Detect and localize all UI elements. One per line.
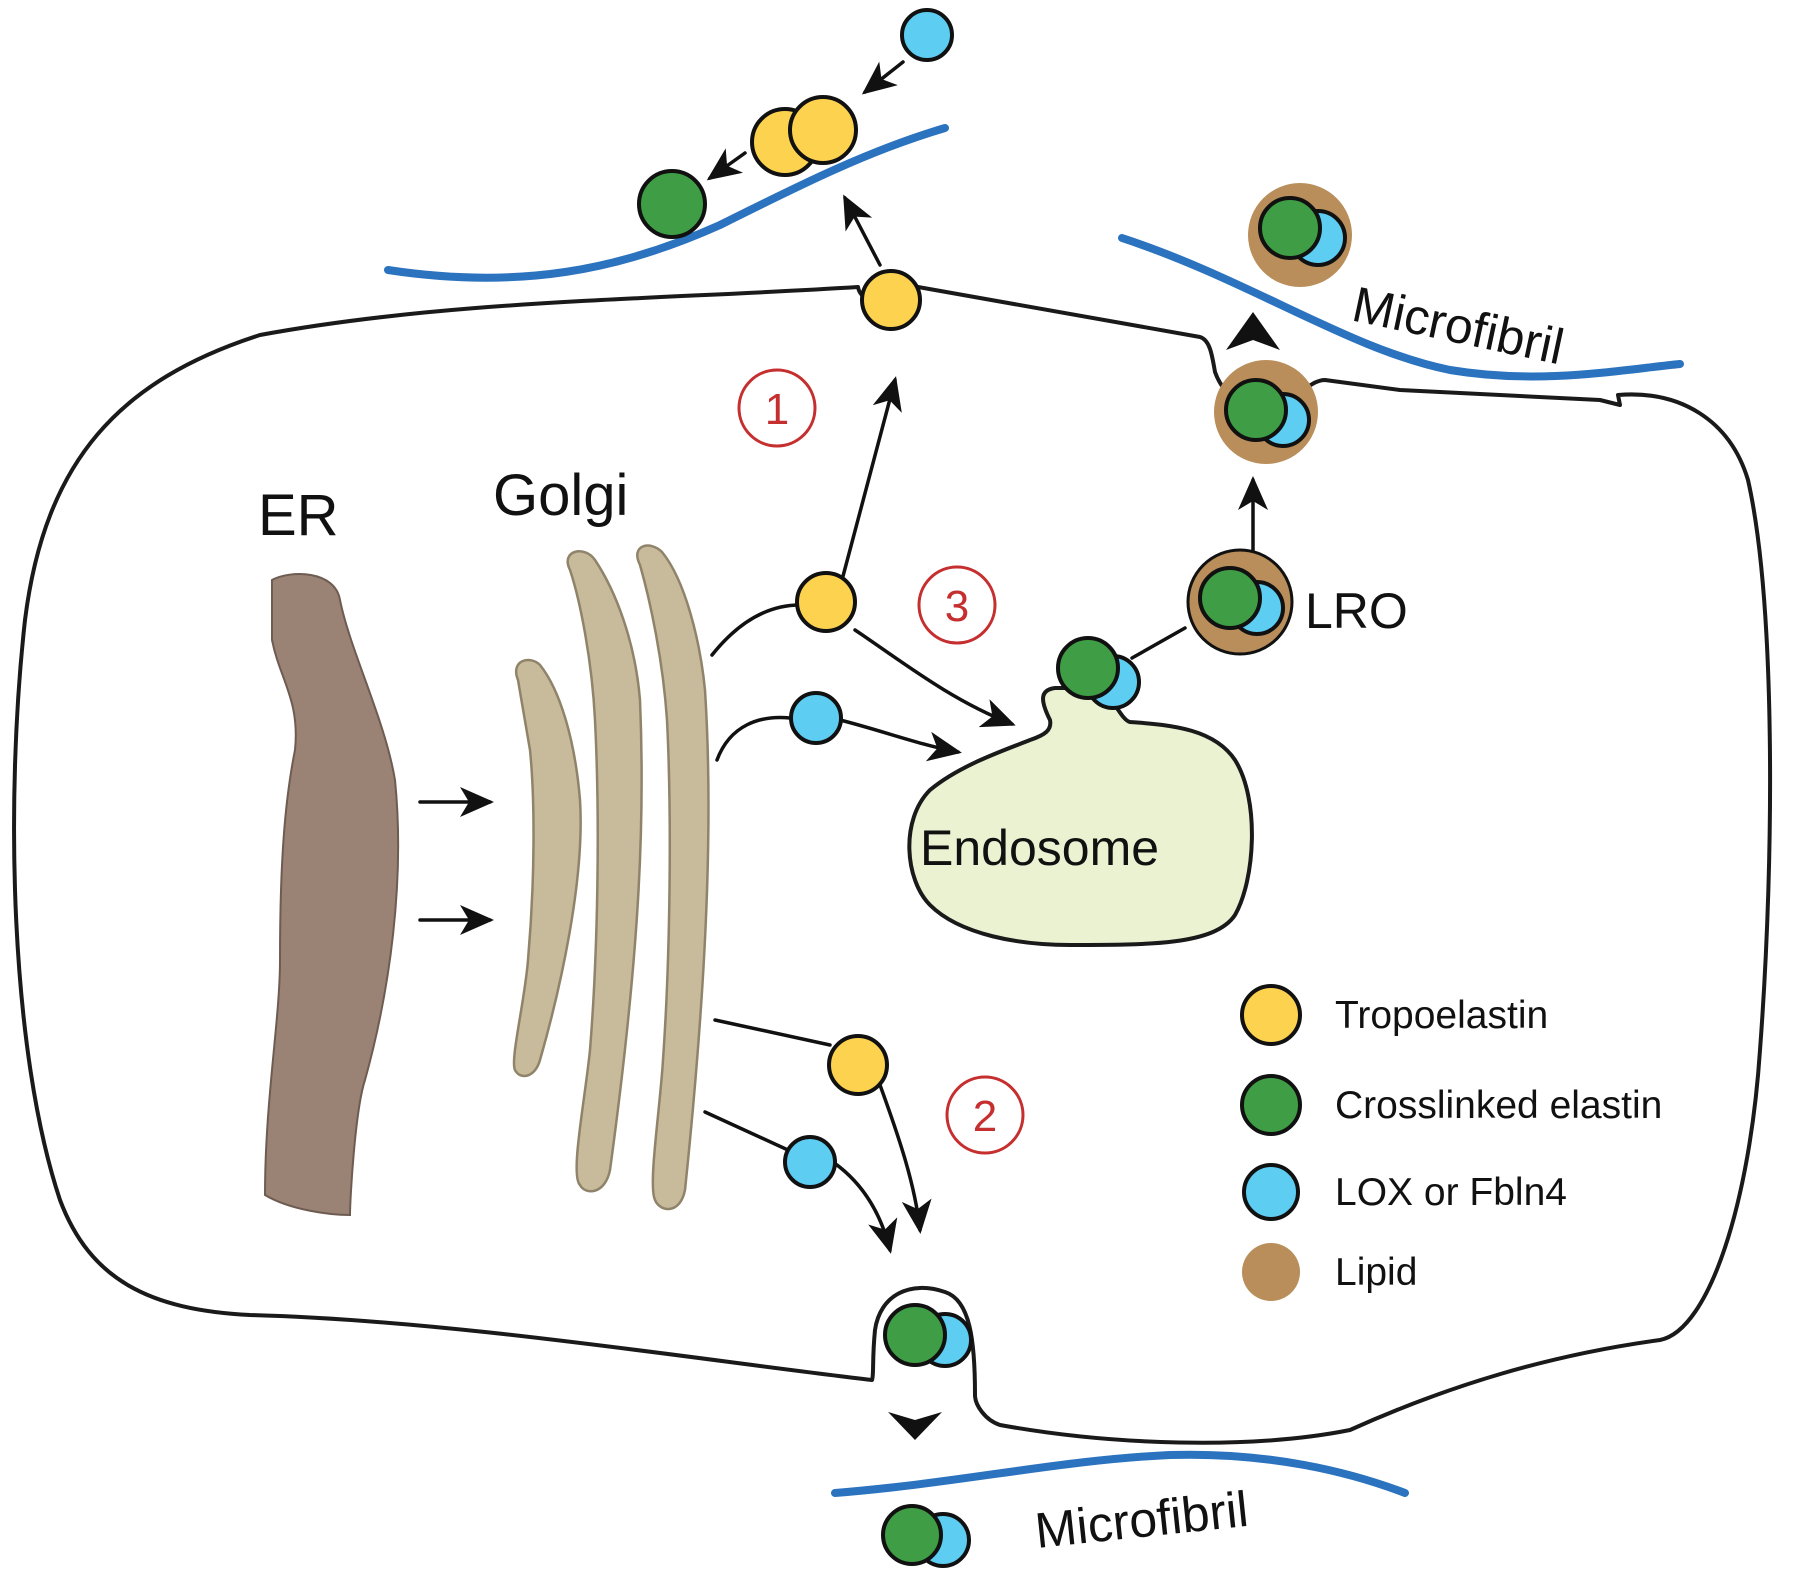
lro-label: LRO [1305, 583, 1408, 639]
path-golgi-to-lox-low [703, 1110, 790, 1152]
golgi-cisterna-2 [566, 550, 643, 1193]
legend-swatch-crosslinked-elastin [1240, 1074, 1302, 1136]
path-golgi-to-lox-mid [715, 715, 792, 762]
arrow-lox-to-tropo-top [861, 60, 905, 95]
legend-label-tropoelastin: Tropoelastin [1335, 994, 1548, 1037]
legend-item-crosslinked-elastin: Crosslinked elastin [1240, 1074, 1662, 1136]
tropoelastin-ball-low [827, 1034, 889, 1096]
microfibril-top-right [1118, 234, 1684, 381]
step-number-2: 2 [973, 1092, 997, 1141]
microfibril-bottom [831, 1450, 1409, 1497]
arrow-lox-down [828, 1158, 898, 1254]
cell-membrane [12, 285, 1773, 1445]
legend: Tropoelastin Crosslinked elastin LOX or … [1240, 984, 1662, 1301]
path-golgi-to-tropo-low [713, 1018, 832, 1047]
microfibril-top-left [384, 124, 949, 282]
legend-label-lox-fbln4: LOX or Fbln4 [1335, 1171, 1567, 1214]
legend-item-lox-fbln4: LOX or Fbln4 [1242, 1163, 1567, 1221]
golgi-cisterna-1 [512, 658, 582, 1078]
legend-swatch-tropoelastin [1240, 984, 1302, 1046]
step-number-3: 3 [945, 582, 969, 631]
arrow-exit-top [843, 194, 882, 267]
er-label: ER [258, 483, 339, 548]
tropoelastin-ball-top-b [788, 95, 858, 165]
arrow-step1 [840, 376, 902, 582]
legend-swatch-lox-fbln4 [1242, 1163, 1300, 1221]
path-golgi-to-tropo-mid [710, 603, 802, 657]
legend-label-crosslinked-elastin: Crosslinked elastin [1335, 1084, 1662, 1127]
legend-label-lipid: Lipid [1335, 1251, 1417, 1294]
step-number-1: 1 [765, 385, 789, 434]
elastin-ball-pit-bottom [883, 1303, 947, 1367]
elastin-ball-lro [1198, 566, 1262, 630]
lox-ball-low [783, 1135, 837, 1189]
legend-item-tropoelastin: Tropoelastin [1240, 984, 1548, 1046]
step-badge-2: 2 [945, 1075, 1025, 1155]
arrowhead-bottom [888, 1412, 942, 1440]
elastin-ball-top [637, 169, 707, 239]
legend-item-lipid: Lipid [1242, 1243, 1417, 1301]
golgi-cisterna-3 [636, 544, 710, 1211]
microfibril-label-bottom: Microfibril [1032, 1481, 1251, 1559]
elastin-ball-bud [1056, 636, 1120, 700]
endosome-label: Endosome [920, 820, 1159, 876]
endosome-organelle [907, 686, 1254, 948]
arrow-tropo-to-elastin-top [706, 148, 747, 181]
path-bud-to-lro [1130, 626, 1187, 660]
lox-ball-mid [789, 691, 843, 745]
arrow-tropo-to-endosome [853, 628, 1016, 728]
step-badge-3: 3 [917, 565, 997, 645]
arrow-lox-to-endosome [838, 718, 962, 762]
tropoelastin-ball-pit [860, 269, 922, 331]
elastin-ball-pit-right [1224, 378, 1288, 442]
tropoelastin-ball-mid [795, 571, 857, 633]
step-badge-1: 1 [737, 368, 817, 448]
arrow-tropo-down [878, 1083, 932, 1234]
golgi-label: Golgi [493, 463, 628, 528]
elastin-ball-extracellular-right [1258, 196, 1322, 260]
elastin-ball-bottom [881, 1504, 943, 1566]
legend-swatch-lipid [1242, 1243, 1300, 1301]
arrowhead-top-right [1226, 312, 1280, 350]
microfibril-label-top: Microfibril [1348, 276, 1569, 375]
lox-ball-top [900, 8, 954, 62]
er-organelle [263, 573, 400, 1217]
